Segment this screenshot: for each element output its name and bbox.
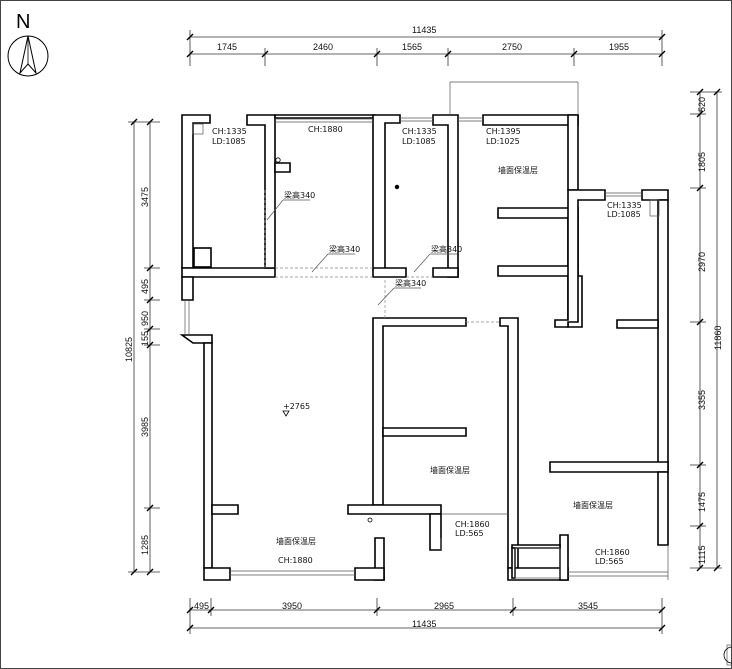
label-beam-2: 梁高340 — [329, 244, 360, 254]
point-icon — [394, 184, 400, 190]
label-insulation-3: 墙面保温层 — [573, 500, 613, 510]
right-dimension-1: 520 — [697, 97, 707, 112]
bottom-dimension-2: 3950 — [282, 601, 302, 611]
bottom-dimensions: 495 3950 2965 3545 11435 — [186, 598, 666, 634]
top-dimension-3: 1565 — [402, 42, 422, 52]
right-dimension-5: 1475 — [697, 492, 707, 512]
left-dimension-5: 3985 — [140, 417, 150, 437]
label-ch1335-a: CH:1335 — [212, 127, 247, 136]
top-total-dimension: 11435 — [412, 25, 436, 35]
top-dimensions: 11435 1745 2460 1565 2750 1955 — [186, 25, 666, 66]
right-dimension-2: 1805 — [697, 152, 707, 172]
drain-icon — [275, 157, 281, 163]
right-total-dimension: 11860 — [713, 326, 723, 350]
bottom-dimension-3: 2965 — [434, 601, 454, 611]
right-dimension-4: 3355 — [697, 390, 707, 410]
right-dimensions: 520 1805 2970 3355 1475 1115 11860 — [690, 88, 723, 572]
top-dimension-5: 1955 — [609, 42, 629, 52]
left-dimension-6: 1285 — [140, 535, 150, 555]
label-ch1395: CH:1395 — [486, 127, 521, 136]
bottom-dimension-1: 495 — [194, 601, 209, 611]
walls — [179, 114, 669, 581]
bottom-total-dimension: 11435 — [412, 619, 436, 629]
right-dimension-6: 1115 — [697, 545, 707, 564]
label-ld565-a: LD:565 — [455, 529, 484, 538]
bottom-dimension-4: 3545 — [578, 601, 598, 611]
label-ld1085-a: LD:1085 — [212, 137, 246, 146]
label-ch1880-bottom: CH:1880 — [278, 556, 313, 565]
top-dimension-2: 2460 — [313, 42, 333, 52]
left-dimension-2: 495 — [140, 279, 150, 294]
label-insulation-2: 墙面保温层 — [430, 465, 470, 475]
top-dimension-4: 2750 — [502, 42, 522, 52]
label-beam-3: 梁高340 — [431, 244, 462, 254]
label-floor-level: +2765 — [283, 402, 310, 411]
top-dimension-1: 1745 — [217, 42, 237, 52]
right-dimension-3: 2970 — [697, 252, 707, 272]
label-insulation-4: 墙面保温层 — [276, 536, 316, 546]
label-ch1860-a: CH:1860 — [455, 520, 490, 529]
drain-icon-2 — [367, 517, 373, 523]
label-insulation-1: 墙面保温层 — [498, 165, 538, 175]
fixtures — [192, 123, 732, 666]
label-ld1085-b: LD:1085 — [402, 137, 436, 146]
label-ld565-b: LD:565 — [595, 557, 624, 566]
leader-lines — [266, 199, 457, 306]
label-ld1025: LD:1025 — [486, 137, 520, 146]
label-ld1085-c: LD:1085 — [607, 210, 641, 219]
left-total-dimension: 10825 — [124, 337, 134, 362]
left-dimensions: 10825 3475 495 950 155 3985 1285 — [124, 118, 160, 576]
left-dimension-3: 950 — [140, 311, 150, 326]
label-ch1335-b: CH:1335 — [402, 127, 437, 136]
beam-lines — [264, 190, 500, 323]
level-marker-icon — [282, 410, 290, 417]
label-ch1880-top: CH:1880 — [308, 125, 343, 134]
label-beam-1: 梁高340 — [284, 190, 315, 200]
sheet-marker-icon — [723, 646, 732, 664]
label-beam-4: 梁高340 — [395, 278, 426, 288]
label-ch1860-b: CH:1860 — [595, 548, 630, 557]
left-dimension-4: 155 — [140, 331, 150, 346]
compass-letter: N — [16, 11, 30, 33]
room-labels: CH:1335 LD:1085 CH:1880 CH:1335 LD:1085 … — [212, 125, 642, 566]
left-dimension-1: 3475 — [140, 187, 150, 207]
north-compass-icon: N — [7, 11, 49, 77]
label-ch1335-c: CH:1335 — [607, 201, 642, 210]
windows — [184, 81, 669, 580]
